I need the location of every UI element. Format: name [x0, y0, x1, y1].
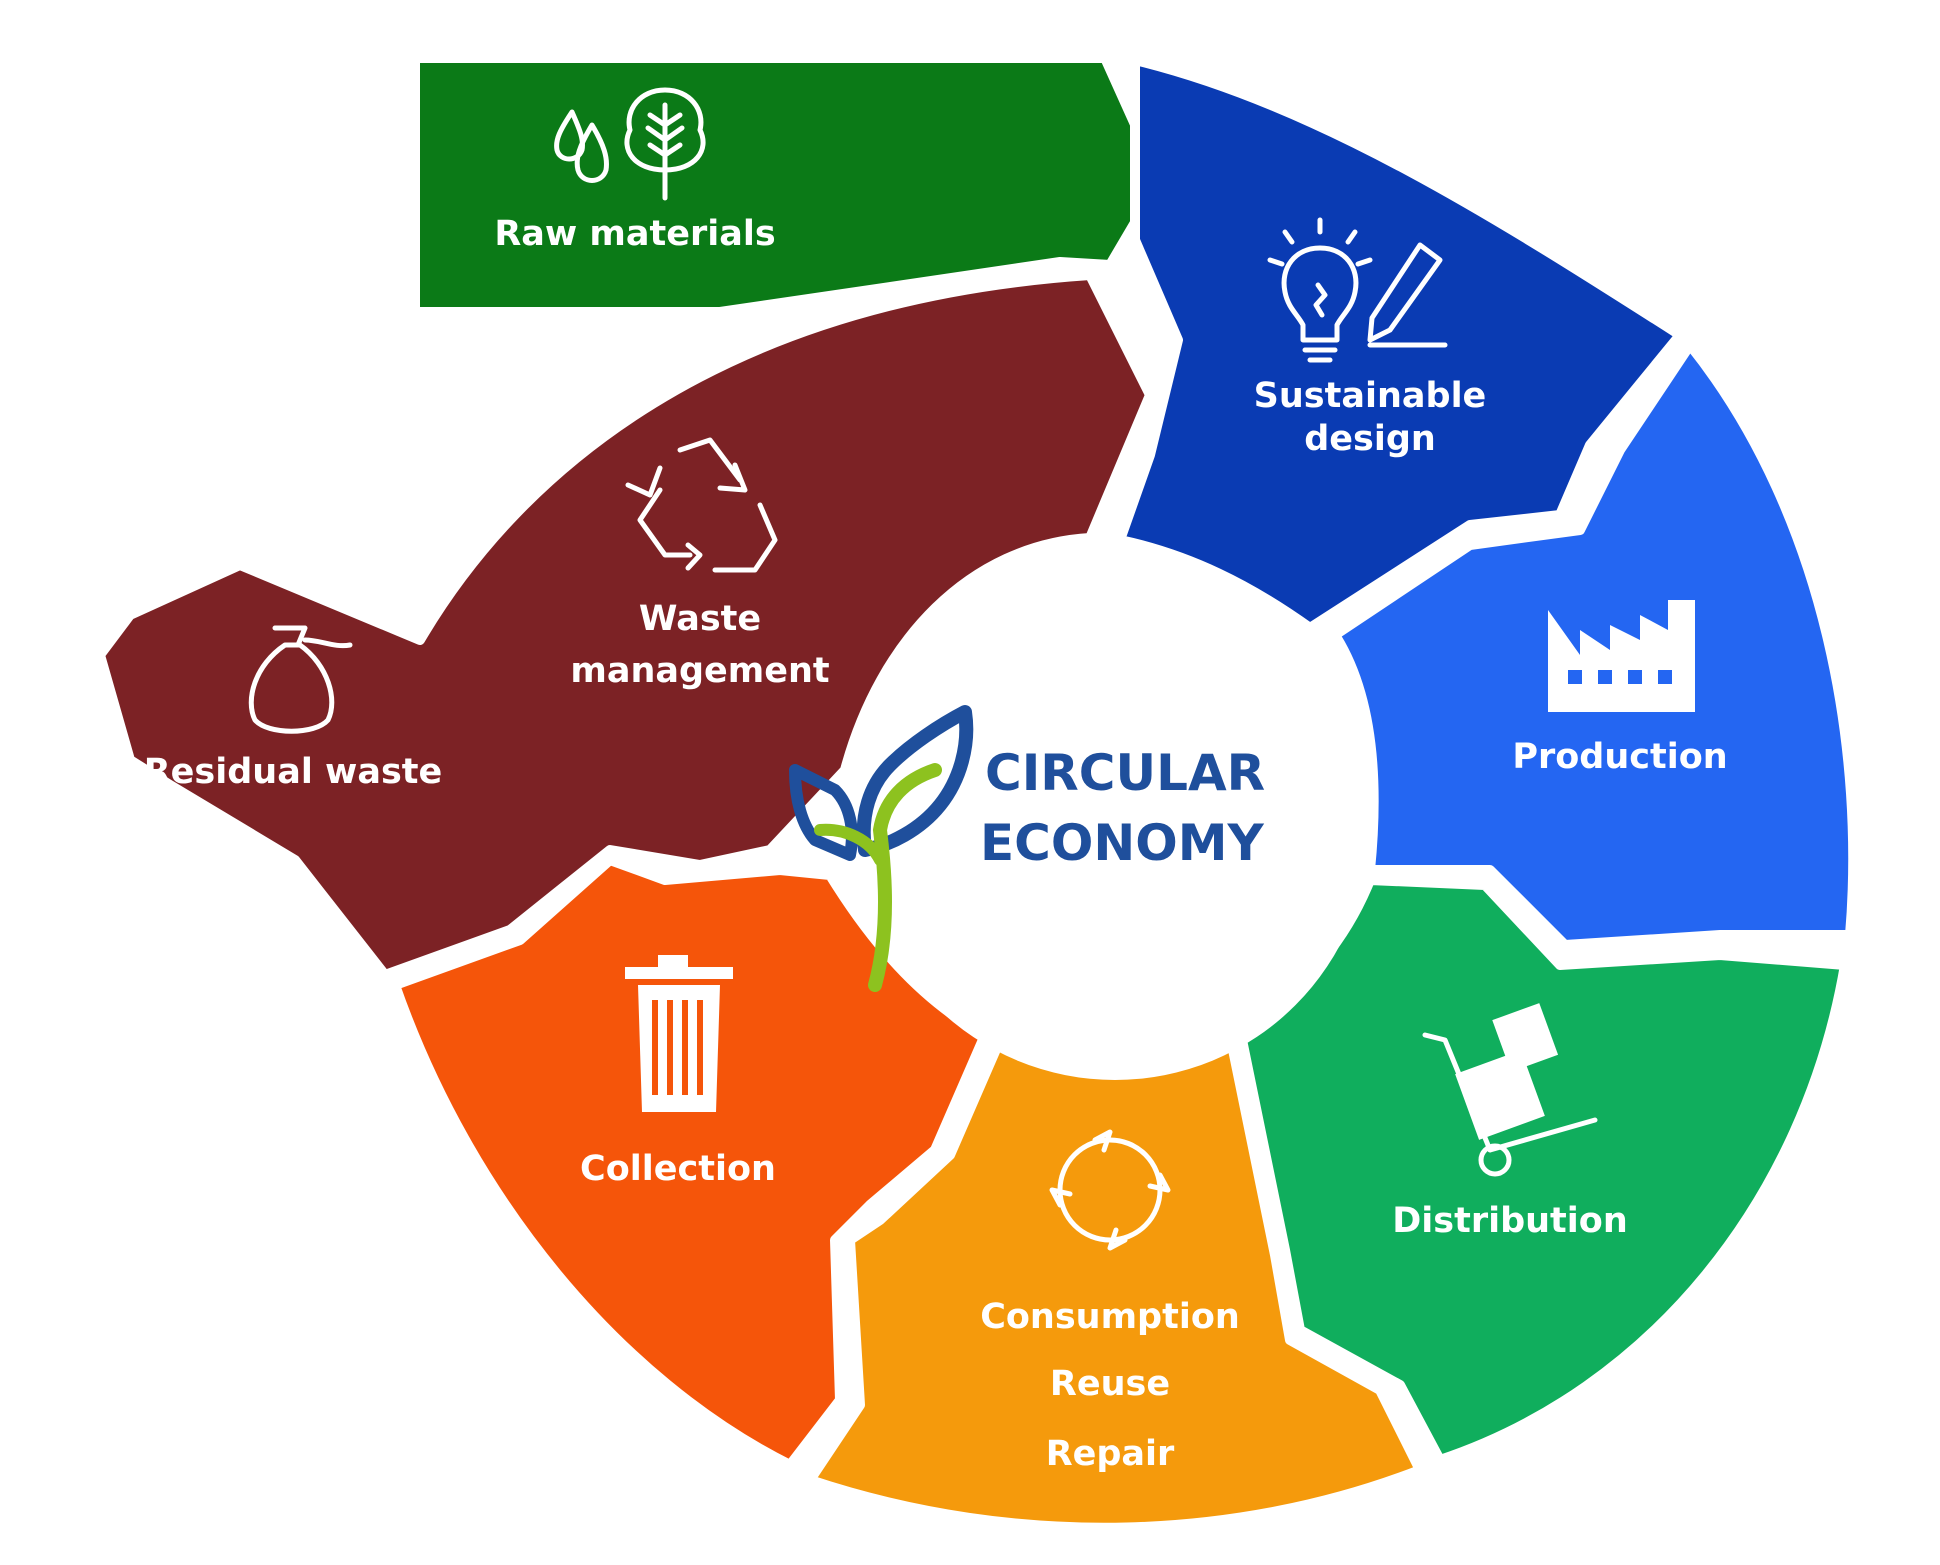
label-collection: Collection [580, 1149, 776, 1189]
label-distribution: Distribution [1392, 1201, 1628, 1241]
center-title-line1: CIRCULAR [985, 744, 1265, 802]
label-sustainable-design-line1: Sustainable [1254, 376, 1487, 416]
label-reuse: Reuse [1050, 1364, 1170, 1404]
trash-bin-icon [625, 955, 733, 1112]
label-raw-materials: Raw materials [494, 214, 775, 254]
label-residual-waste: Residual waste [144, 752, 443, 792]
lightbulb-and-pencil-icon [1267, 217, 1448, 363]
hand-truck-with-boxes-icon [1422, 1003, 1598, 1177]
center-title-line2: ECONOMY [980, 814, 1264, 872]
label-production: Production [1512, 737, 1727, 777]
water-drops-and-tree-icon [554, 87, 706, 201]
factory-icon [1548, 600, 1695, 712]
label-sustainable-design-line2: design [1304, 419, 1436, 459]
circular-arrows-icon [1049, 1129, 1171, 1251]
recycle-icon [625, 437, 778, 573]
label-repair: Repair [1046, 1434, 1175, 1474]
label-waste-management-line1: Waste [639, 599, 761, 639]
circular-economy-logo-icon [789, 705, 974, 992]
label-waste-management-line2: management [570, 651, 829, 691]
label-consumption: Consumption [980, 1297, 1240, 1337]
segment-waste-management [95, 270, 1155, 980]
garbage-bag-icon [248, 625, 353, 734]
center-circle [860, 570, 1370, 1080]
segment-raw-materials [410, 53, 1165, 317]
